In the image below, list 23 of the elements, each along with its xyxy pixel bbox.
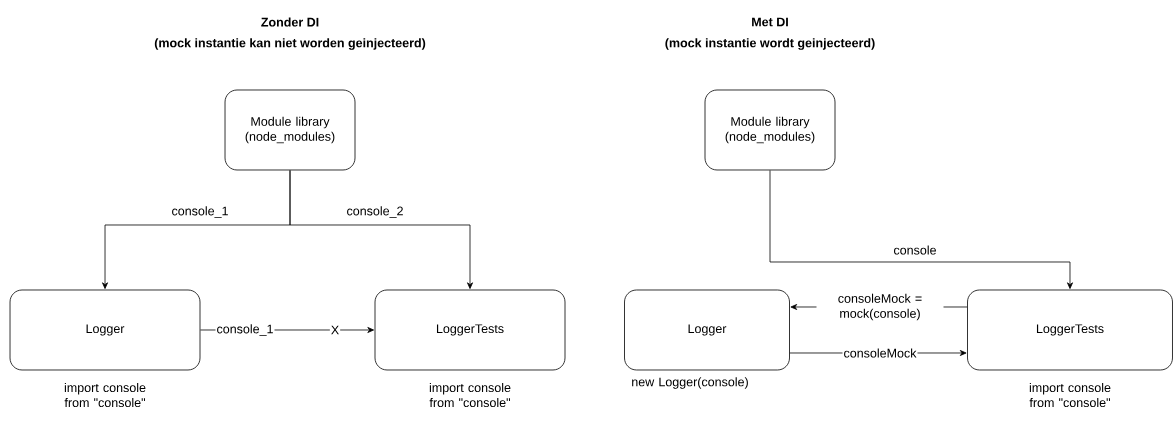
heading: Zonder DI [261,17,319,27]
process-box: Module library (node_modules) [704,89,836,171]
heading: Met DI [752,17,788,27]
heading: (mock instantie kan niet worden geinjecteerd) [154,38,426,50]
heading: (mock instantie wordt geinjecteerd) [665,38,875,50]
process-box: LoggerTests [374,289,566,371]
node-caption: import console from "console" [64,382,146,408]
process-box: LoggerTests [967,289,1173,371]
process-box: Logger [9,289,201,371]
arrow [289,170,473,289]
edge-label: console [892,244,938,256]
edge-label: console_2 [345,205,405,219]
edge-label: console_1 [170,205,230,219]
node-caption: new Logger(console) [632,377,748,389]
process-box: Logger [624,289,790,371]
arrow [769,170,1073,289]
edge-label: consoleMock = mock(console) [816,292,944,322]
node-caption: import console from "console" [429,382,511,408]
edge-label: consoleMock [842,347,918,359]
node-caption: import console from "console" [1029,382,1111,408]
cross-mark: X [329,324,341,336]
process-box: Module library (node_modules) [224,89,356,171]
edge-label: console_1 [215,323,275,337]
